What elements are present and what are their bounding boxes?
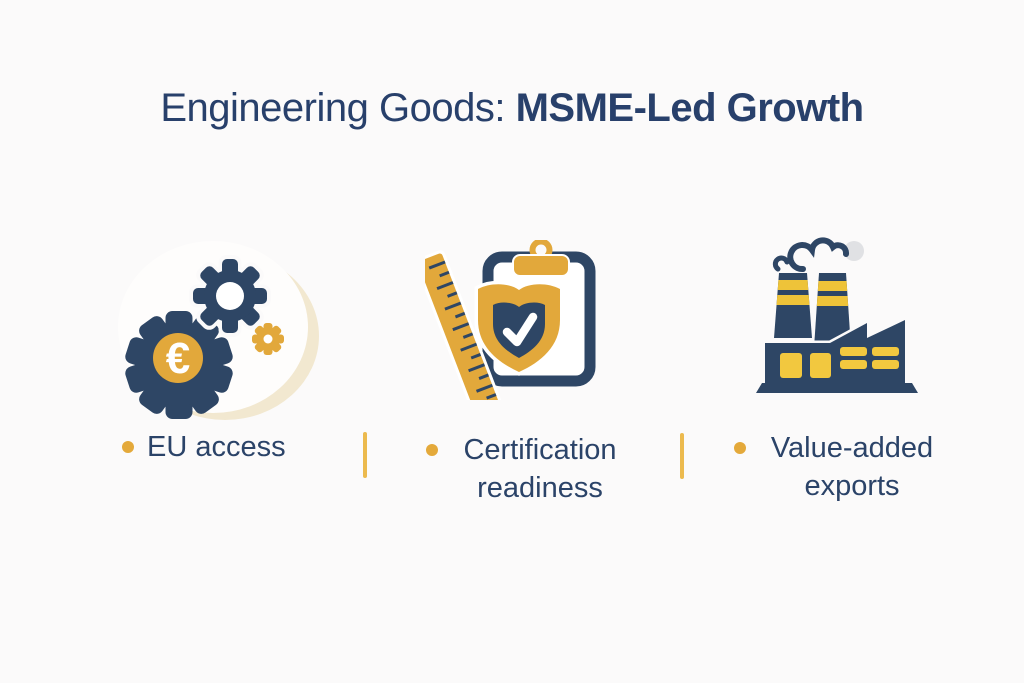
feature-label: Value-added exports	[770, 432, 934, 502]
bullet-icon	[734, 442, 746, 454]
smoke-puff-small	[772, 255, 790, 272]
feature-label: EU access	[147, 431, 286, 463]
chimneys	[774, 273, 851, 348]
bullet-icon	[122, 441, 134, 453]
gear-large: €	[125, 311, 233, 419]
vertical-divider	[680, 433, 684, 479]
feature-certification-readiness: Certification readiness	[426, 431, 629, 507]
page-title: Engineering Goods: MSME-Led Growth	[0, 86, 1024, 130]
certification-checklist-icon	[425, 240, 596, 400]
title-bold: MSME-Led Growth	[515, 86, 865, 130]
factory-base	[756, 383, 918, 393]
shield-check	[474, 280, 564, 376]
bullet-icon	[426, 444, 438, 456]
checkmark	[502, 312, 538, 347]
gears-euro-icon: €	[118, 241, 319, 420]
title-regular: Engineering Goods:	[160, 86, 505, 130]
feature-value-added-exports: Value-added exports	[734, 429, 945, 505]
vertical-divider	[363, 432, 367, 478]
feature-eu-access: EU access	[122, 428, 286, 466]
gear-small	[252, 323, 284, 355]
factory-icon	[756, 237, 918, 393]
gear-medium	[189, 255, 271, 337]
euro-coin	[153, 333, 203, 383]
smoke-puff-gray	[844, 241, 864, 261]
feature-label: Certification readiness	[463, 434, 617, 504]
factory-windows	[780, 347, 899, 378]
clipboard-clip	[512, 254, 570, 277]
smoke-cloud	[787, 237, 849, 272]
ruler	[425, 250, 502, 400]
euro-symbol: €	[166, 334, 190, 383]
